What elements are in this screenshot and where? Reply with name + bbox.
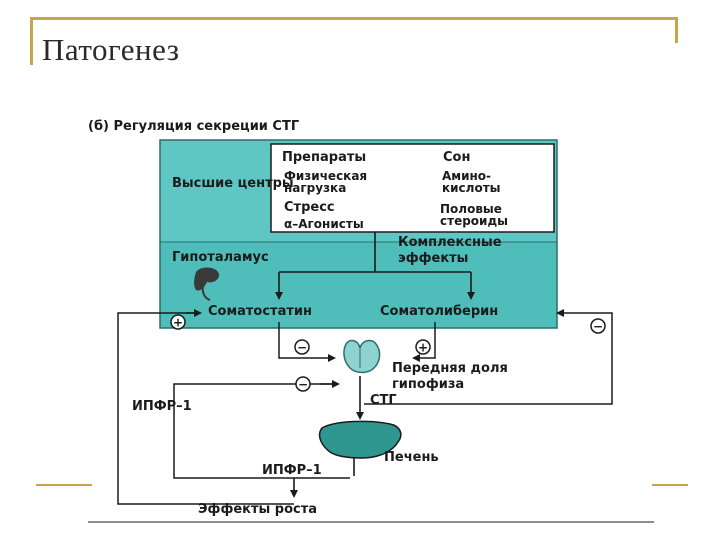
minus-sign-somatostatin-text: − bbox=[297, 341, 307, 355]
factor-agonists: α–Агонисты bbox=[284, 217, 364, 231]
factors-box bbox=[270, 143, 555, 233]
igf-left-label: ИПФР–1 bbox=[132, 399, 192, 414]
igf-bottom-label: ИПФР–1 bbox=[262, 463, 322, 478]
plus-sign-somatoliberin bbox=[415, 339, 431, 355]
minus-sign-somatostatin bbox=[294, 339, 310, 355]
minus-sign-igf-pituitary-text: − bbox=[298, 378, 308, 392]
factor-amino-line2: кислоты bbox=[442, 181, 501, 195]
slide-frame-top bbox=[30, 17, 678, 20]
factor-drugs: Препараты bbox=[282, 150, 366, 165]
footer-line-left bbox=[36, 484, 92, 486]
factor-stress: Стресс bbox=[284, 200, 335, 215]
pituitary-label-line2: гипофиза bbox=[392, 377, 464, 392]
hypothalamus-panel bbox=[160, 242, 557, 328]
gh-feedback-right bbox=[364, 309, 613, 405]
igf-feedback-outer bbox=[117, 312, 294, 505]
plus-sign-somatoliberin-text: + bbox=[418, 341, 428, 355]
somatostatin-label: Соматостатин bbox=[208, 304, 312, 319]
gh-label: СТГ bbox=[370, 393, 397, 408]
pituitary-gland-icon bbox=[343, 339, 381, 374]
factor-amino-line1: Амино- bbox=[442, 169, 491, 183]
complex-effects-line2: эффекты bbox=[398, 251, 468, 266]
slide-frame-right bbox=[675, 17, 678, 43]
somatostatin-to-pituitary-arrow bbox=[278, 322, 336, 362]
complex-effects-line1: Комплексные bbox=[398, 235, 502, 250]
somatoliberin-to-pituitary-arrow bbox=[412, 322, 436, 362]
plus-sign-igf-somatostatin bbox=[170, 314, 186, 330]
plus-sign-igf-somatostatin-text: + bbox=[173, 316, 183, 330]
panel-border bbox=[159, 139, 558, 329]
hypothalamus-icon bbox=[194, 267, 220, 301]
slide-title: Патогенез bbox=[42, 32, 180, 67]
factor-exercise-line1: Физическая bbox=[284, 169, 367, 183]
footer-line-right bbox=[652, 484, 688, 486]
factor-sex-steroids-line2: стероиды bbox=[440, 214, 508, 228]
factor-sleep: Сон bbox=[443, 150, 470, 165]
higher-centers-line1: Высшие центры bbox=[172, 176, 294, 191]
hypothalamus-label: Гипоталамус bbox=[172, 250, 269, 265]
minus-sign-gh-feedback bbox=[590, 318, 606, 334]
diagram-caption: (б) Регуляция секреции СТГ bbox=[88, 119, 299, 134]
minus-sign-igf-pituitary bbox=[295, 376, 311, 392]
growth-effects-label: Эффекты роста bbox=[198, 502, 317, 517]
minus-sign-gh-feedback-text: − bbox=[593, 320, 603, 334]
liver-icon bbox=[318, 420, 402, 459]
factor-sex-steroids-line1: Половые bbox=[440, 202, 502, 216]
factor-exercise-line2: нагрузка bbox=[284, 181, 346, 195]
somatoliberin-label: Соматолиберин bbox=[380, 304, 498, 319]
slide-frame-left bbox=[30, 17, 33, 65]
pituitary-label-line1: Передняя доля bbox=[392, 361, 508, 376]
liver-label: Печень bbox=[384, 450, 439, 465]
igf-feedback-inner bbox=[173, 383, 350, 479]
